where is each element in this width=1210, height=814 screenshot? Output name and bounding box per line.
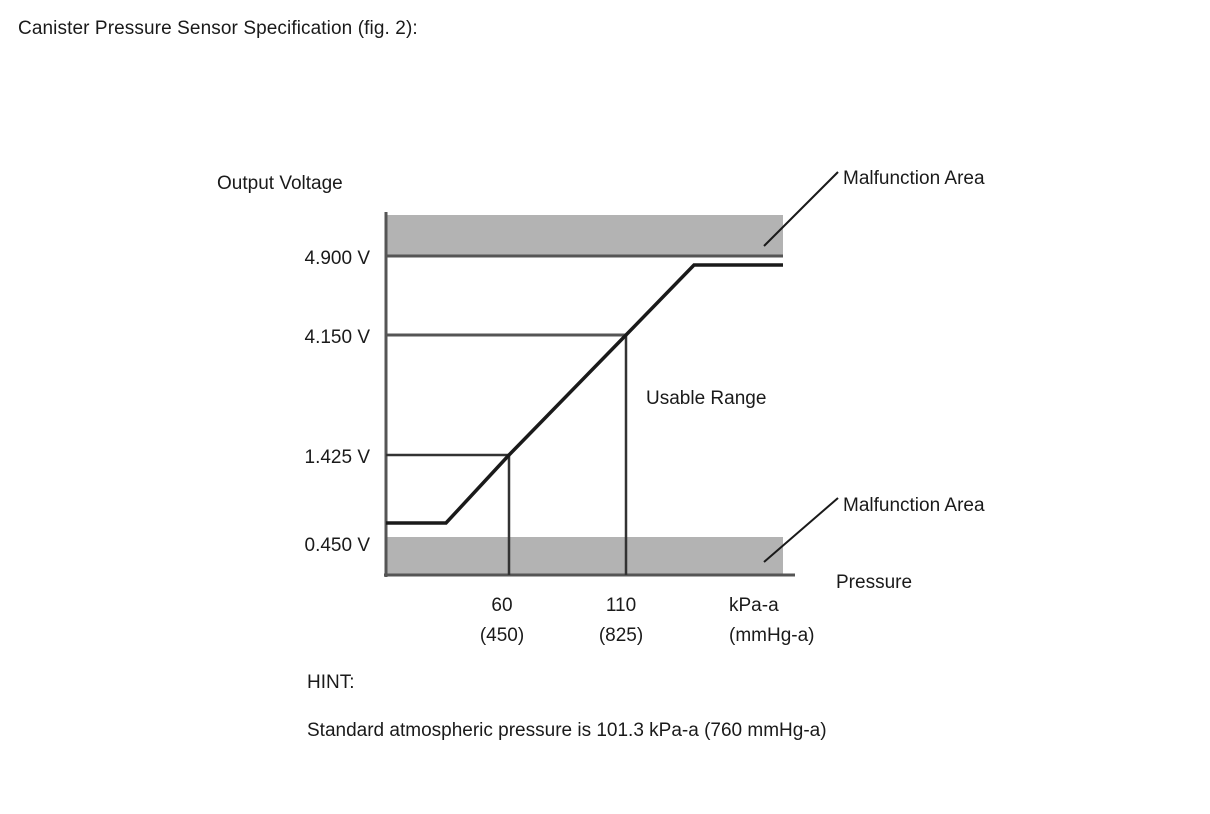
hint-text: Standard atmospheric pressure is 101.3 k…: [307, 720, 827, 741]
hint-label: HINT:: [307, 672, 355, 693]
usable-range-label: Usable Range: [646, 388, 766, 409]
x-axis-unit-kpa: kPa-a: [729, 595, 779, 616]
x-tick-label-60-mmhg: (450): [480, 625, 524, 646]
x-tick-label-60-kpa: 60: [491, 595, 512, 616]
x-axis-title: Pressure: [836, 572, 912, 593]
y-tick-label-4150: 4.150 V: [305, 327, 371, 348]
malfunction-area-upper-label: Malfunction Area: [843, 168, 985, 189]
leader-line-malfunction-lower: [763, 497, 839, 563]
sensor-output-curve: [386, 263, 783, 525]
malfunction-band-upper: [386, 215, 783, 256]
y-tick-label-1425: 1.425 V: [305, 447, 371, 468]
hint-block: HINT: Standard atmospheric pressure is 1…: [307, 672, 827, 742]
x-tick-label-110-mmhg: (825): [599, 625, 643, 646]
x-tick-label-110-kpa: 110: [606, 595, 636, 616]
leader-line-malfunction-upper: [763, 171, 839, 247]
y-tick-label-4900: 4.900 V: [305, 248, 371, 269]
y-axis-title: Output Voltage: [217, 173, 343, 194]
malfunction-band-lower: [386, 537, 783, 575]
page-title: Canister Pressure Sensor Specification (…: [18, 18, 418, 39]
x-axis-unit-mmhg: (mmHg-a): [729, 625, 815, 646]
malfunction-area-lower-label: Malfunction Area: [843, 495, 985, 516]
y-tick-label-0450: 0.450 V: [305, 535, 371, 556]
